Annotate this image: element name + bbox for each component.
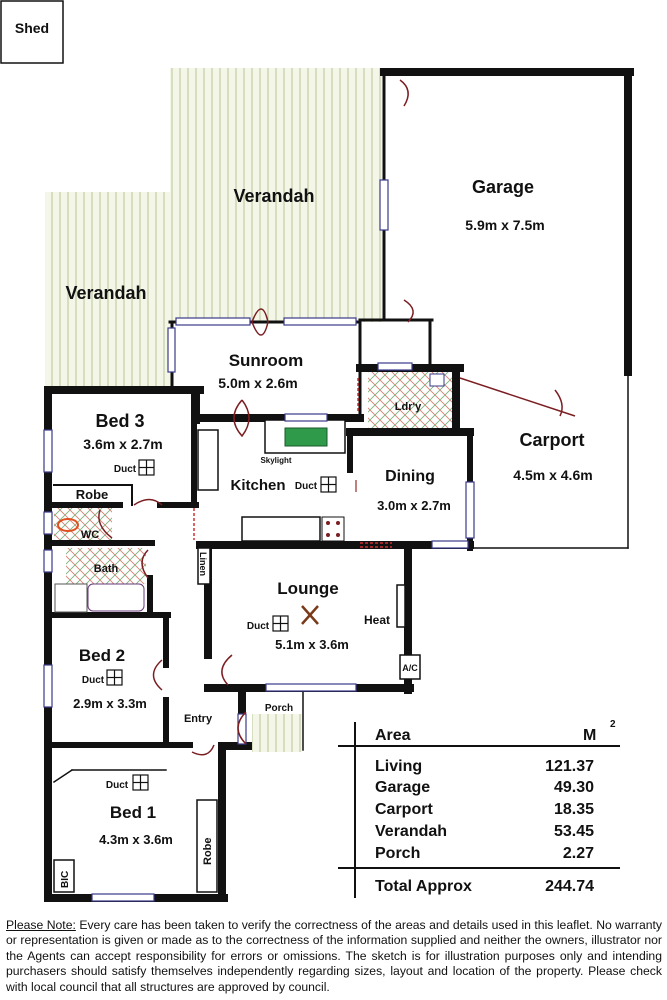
laundry-label: Ldr'y [395, 401, 422, 413]
area-row-value: 49.30 [554, 779, 594, 796]
area-row-label: Garage [375, 779, 430, 796]
bed1-robe-label: Robe [202, 838, 214, 866]
area-row-label: Living [375, 758, 422, 775]
area-total-value: 244.74 [545, 878, 594, 895]
porch-area [252, 714, 302, 752]
shed-outline [0, 0, 64, 64]
carport-label: Carport [519, 430, 584, 450]
lounge-duct-label: Duct [247, 621, 270, 632]
skylight-label: Skylight [260, 456, 291, 465]
openings [193, 378, 392, 548]
garage-size: 5.9m x 7.5m [465, 217, 544, 233]
disclaimer-text: Every care has been taken to verify the … [6, 918, 662, 994]
disclaimer-note: Please Note: Every care has been taken t… [6, 918, 662, 995]
area-table: Area M 2 Living 121.37 Garage 49.30 Carp… [338, 719, 620, 898]
sunroom-size: 5.0m x 2.6m [218, 375, 297, 391]
stove-burners-icon [326, 521, 340, 537]
bath-floor [66, 548, 146, 584]
duct-icons [106, 459, 337, 791]
dining-label: Dining [385, 468, 435, 485]
bed3-robe-label: Robe [76, 487, 109, 502]
area-row-value: 18.35 [554, 801, 594, 818]
verandah-top-area [170, 68, 382, 322]
ceiling-fan-icon [301, 605, 319, 625]
area-unit-sup: 2 [610, 719, 616, 730]
entry-label: Entry [184, 713, 213, 725]
bed2-label: Bed 2 [79, 646, 125, 665]
bed3-label: Bed 3 [95, 411, 144, 431]
bed3-size: 3.6m x 2.7m [83, 436, 162, 452]
doors [98, 79, 576, 756]
dining-size: 3.0m x 2.7m [377, 498, 451, 513]
bed1-label: Bed 1 [110, 803, 156, 822]
lounge-size: 5.1m x 3.6m [275, 637, 349, 652]
bed2-duct-label: Duct [82, 675, 105, 686]
windows [43, 179, 475, 902]
area-total-label: Total Approx [375, 878, 472, 895]
wc-label: WC [81, 529, 99, 541]
area-row-label: Verandah [375, 823, 447, 840]
kitchen-duct-label: Duct [295, 481, 318, 492]
bathtub-icon [87, 583, 145, 612]
area-header: Area [375, 727, 411, 744]
verandah-left-area [45, 192, 172, 387]
bic-label: BIC [60, 871, 71, 888]
kitchen-label: Kitchen [230, 477, 285, 494]
bed1-duct-label: Duct [106, 780, 129, 791]
porch-label: Porch [265, 703, 293, 714]
area-row-value: 53.45 [554, 823, 594, 840]
toilet-icon [57, 518, 79, 532]
garage-label: Garage [472, 177, 534, 197]
sunroom-label: Sunroom [229, 351, 304, 370]
area-row-label: Porch [375, 845, 420, 862]
heater-label: Heat [364, 613, 390, 627]
area-row-value: 121.37 [545, 758, 594, 775]
wc-floor [54, 506, 112, 541]
shed-label: Shed [15, 20, 49, 36]
bath-label: Bath [94, 563, 119, 575]
kitchen-sink-icon [284, 427, 328, 447]
disclaimer-heading: Please Note: [6, 918, 76, 932]
shower-icon [54, 583, 88, 613]
linen-label: Linen [198, 552, 208, 576]
laundry-tub-icon [429, 373, 445, 387]
area-row-label: Carport [375, 801, 433, 818]
lounge-label: Lounge [277, 579, 338, 598]
area-unit: M [583, 727, 596, 744]
verandah-left-label: Verandah [65, 283, 146, 303]
carport-size: 4.5m x 4.6m [513, 467, 592, 483]
ac-label: A/C [402, 663, 418, 673]
verandah-top-label: Verandah [233, 186, 314, 206]
bed2-size: 2.9m x 3.3m [73, 696, 147, 711]
bed3-duct-label: Duct [114, 464, 137, 475]
bed1-size: 4.3m x 3.6m [99, 832, 173, 847]
area-row-value: 2.27 [563, 845, 594, 862]
stove-icon [321, 516, 345, 542]
